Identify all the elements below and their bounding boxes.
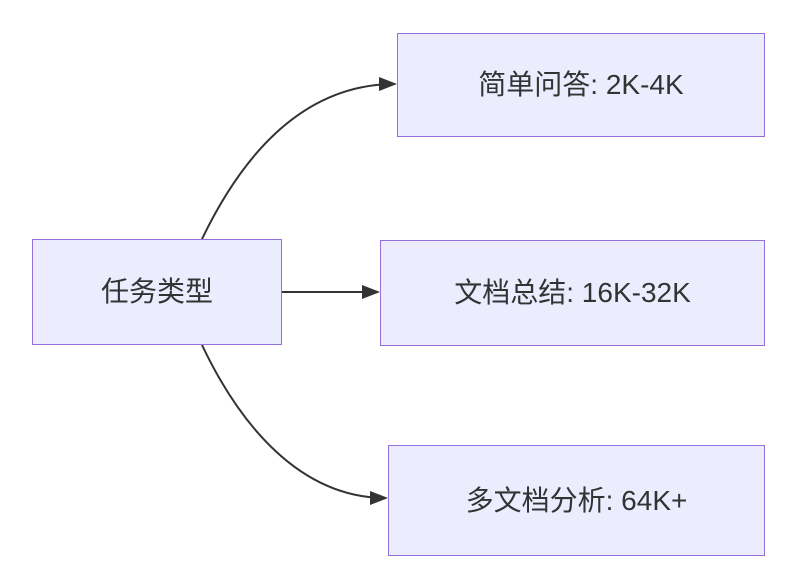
edge-task-type-to-multi-doc [201, 344, 388, 505]
node-multi-doc-label: 多文档分析: 64K+ [465, 484, 688, 516]
node-task-type-label: 任务类型 [100, 276, 213, 308]
node-multi-doc: 多文档分析: 64K+ [388, 445, 765, 556]
node-simple-qa: 简单问答: 2K-4K [397, 33, 765, 137]
node-simple-qa-label: 简单问答: 2K-4K [478, 69, 684, 101]
edge-task-type-to-simple-qa [201, 77, 397, 240]
node-doc-summary: 文档总结: 16K-32K [380, 240, 765, 346]
node-doc-summary-label: 文档总结: 16K-32K [454, 277, 691, 309]
node-task-type: 任务类型 [32, 239, 282, 345]
